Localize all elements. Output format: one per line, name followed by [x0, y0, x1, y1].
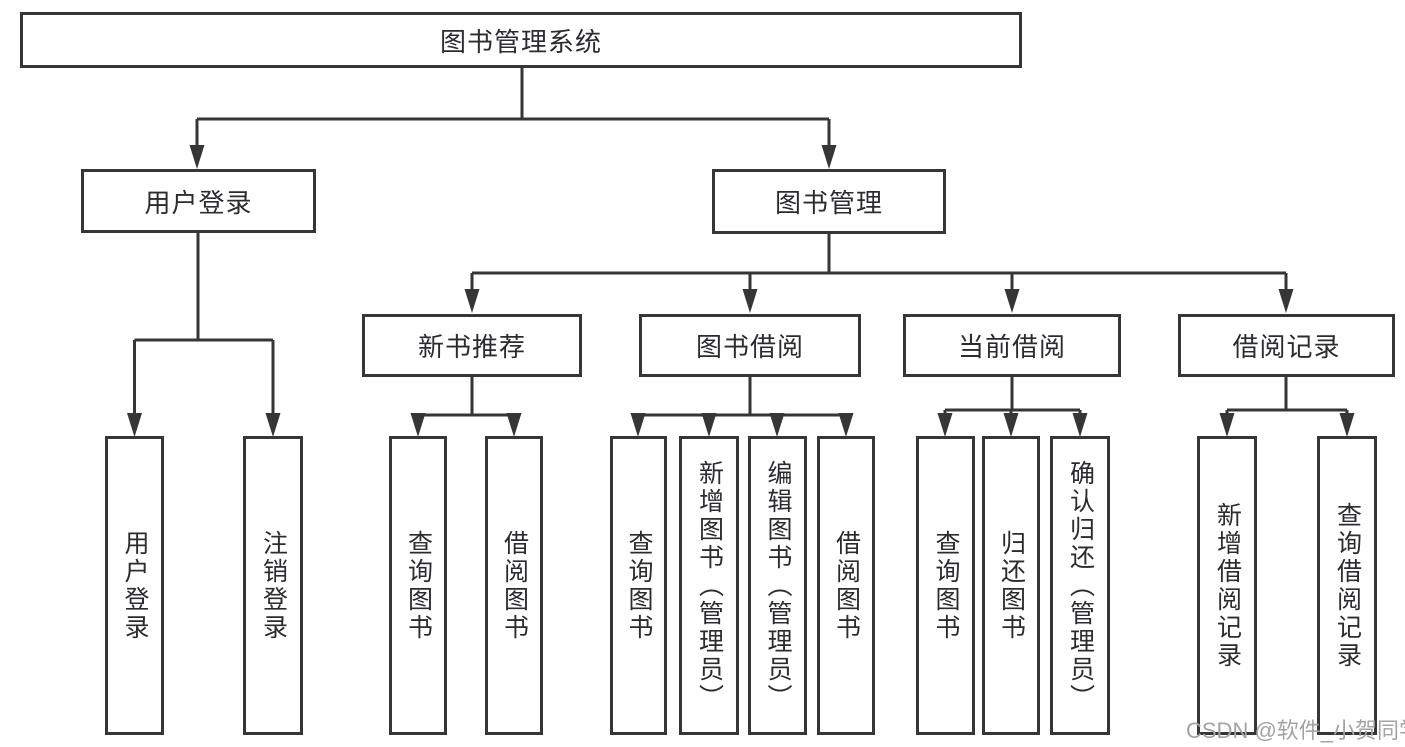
leaf-recommend-borrow-book: 借阅图书: [485, 436, 543, 735]
leaf-edit-book-admin-label: 编辑图书（管理员）: [764, 459, 792, 712]
leaf-recommend-query-book-label: 查询图书: [404, 529, 433, 642]
node-borrow-records: 借阅记录: [1178, 314, 1395, 377]
leaf-current-query-book-label: 查询图书: [932, 529, 960, 642]
node-current-borrow-label: 当前借阅: [957, 332, 1066, 362]
leaf-recommend-query-book: 查询图书: [389, 436, 447, 735]
leaf-return-book-label: 归还图书: [997, 529, 1026, 642]
leaf-add-book-admin: 新增图书（管理员）: [679, 436, 739, 735]
node-library-system: 图书管理系统: [20, 12, 1022, 68]
leaf-confirm-return-admin-label: 确认归还（管理员）: [1066, 459, 1095, 712]
node-book-borrow-label: 图书借阅: [695, 332, 804, 362]
leaf-borrow-query-book: 查询图书: [610, 436, 667, 735]
node-borrow-records-label: 借阅记录: [1232, 332, 1341, 362]
leaf-query-borrow-record: 查询借阅记录: [1317, 436, 1377, 735]
leaf-add-borrow-record: 新增借阅记录: [1197, 436, 1257, 735]
node-new-book-recommend-label: 新书推荐: [417, 332, 526, 362]
leaf-query-borrow-record-label: 查询借阅记录: [1333, 501, 1362, 670]
node-user-login-label: 用户登录: [144, 187, 253, 218]
leaf-user-login: 用户登录: [105, 436, 164, 735]
leaf-recommend-borrow-book-label: 借阅图书: [500, 529, 529, 642]
arrowheads: [127, 145, 1355, 437]
node-new-book-recommend: 新书推荐: [362, 314, 582, 377]
leaf-borrow-book-label: 借阅图书: [832, 529, 861, 642]
node-book-management: 图书管理: [712, 169, 946, 234]
node-book-management-label: 图书管理: [774, 188, 883, 218]
leaf-logout: 注销登录: [243, 436, 303, 735]
leaf-confirm-return-admin: 确认归还（管理员）: [1050, 436, 1110, 735]
leaf-borrow-book: 借阅图书: [817, 436, 875, 735]
leaf-borrow-query-book-label: 查询图书: [625, 529, 653, 642]
node-book-borrow: 图书借阅: [639, 314, 861, 377]
node-current-borrow: 当前借阅: [903, 314, 1121, 377]
node-library-system-label: 图书管理系统: [439, 26, 602, 57]
leaf-edit-book-admin: 编辑图书（管理员）: [748, 436, 807, 735]
leaf-current-query-book: 查询图书: [916, 436, 975, 735]
leaf-add-book-admin-label: 新增图书（管理员）: [695, 459, 724, 712]
leaf-return-book: 归还图书: [982, 436, 1040, 735]
leaf-logout-label: 注销登录: [259, 529, 288, 642]
leaf-user-login-label: 用户登录: [121, 529, 149, 642]
csdn-watermark: CSDN @软件_小贺同学: [1186, 718, 1405, 743]
node-user-login: 用户登录: [81, 169, 316, 233]
leaf-add-borrow-record-label: 新增借阅记录: [1213, 501, 1242, 670]
